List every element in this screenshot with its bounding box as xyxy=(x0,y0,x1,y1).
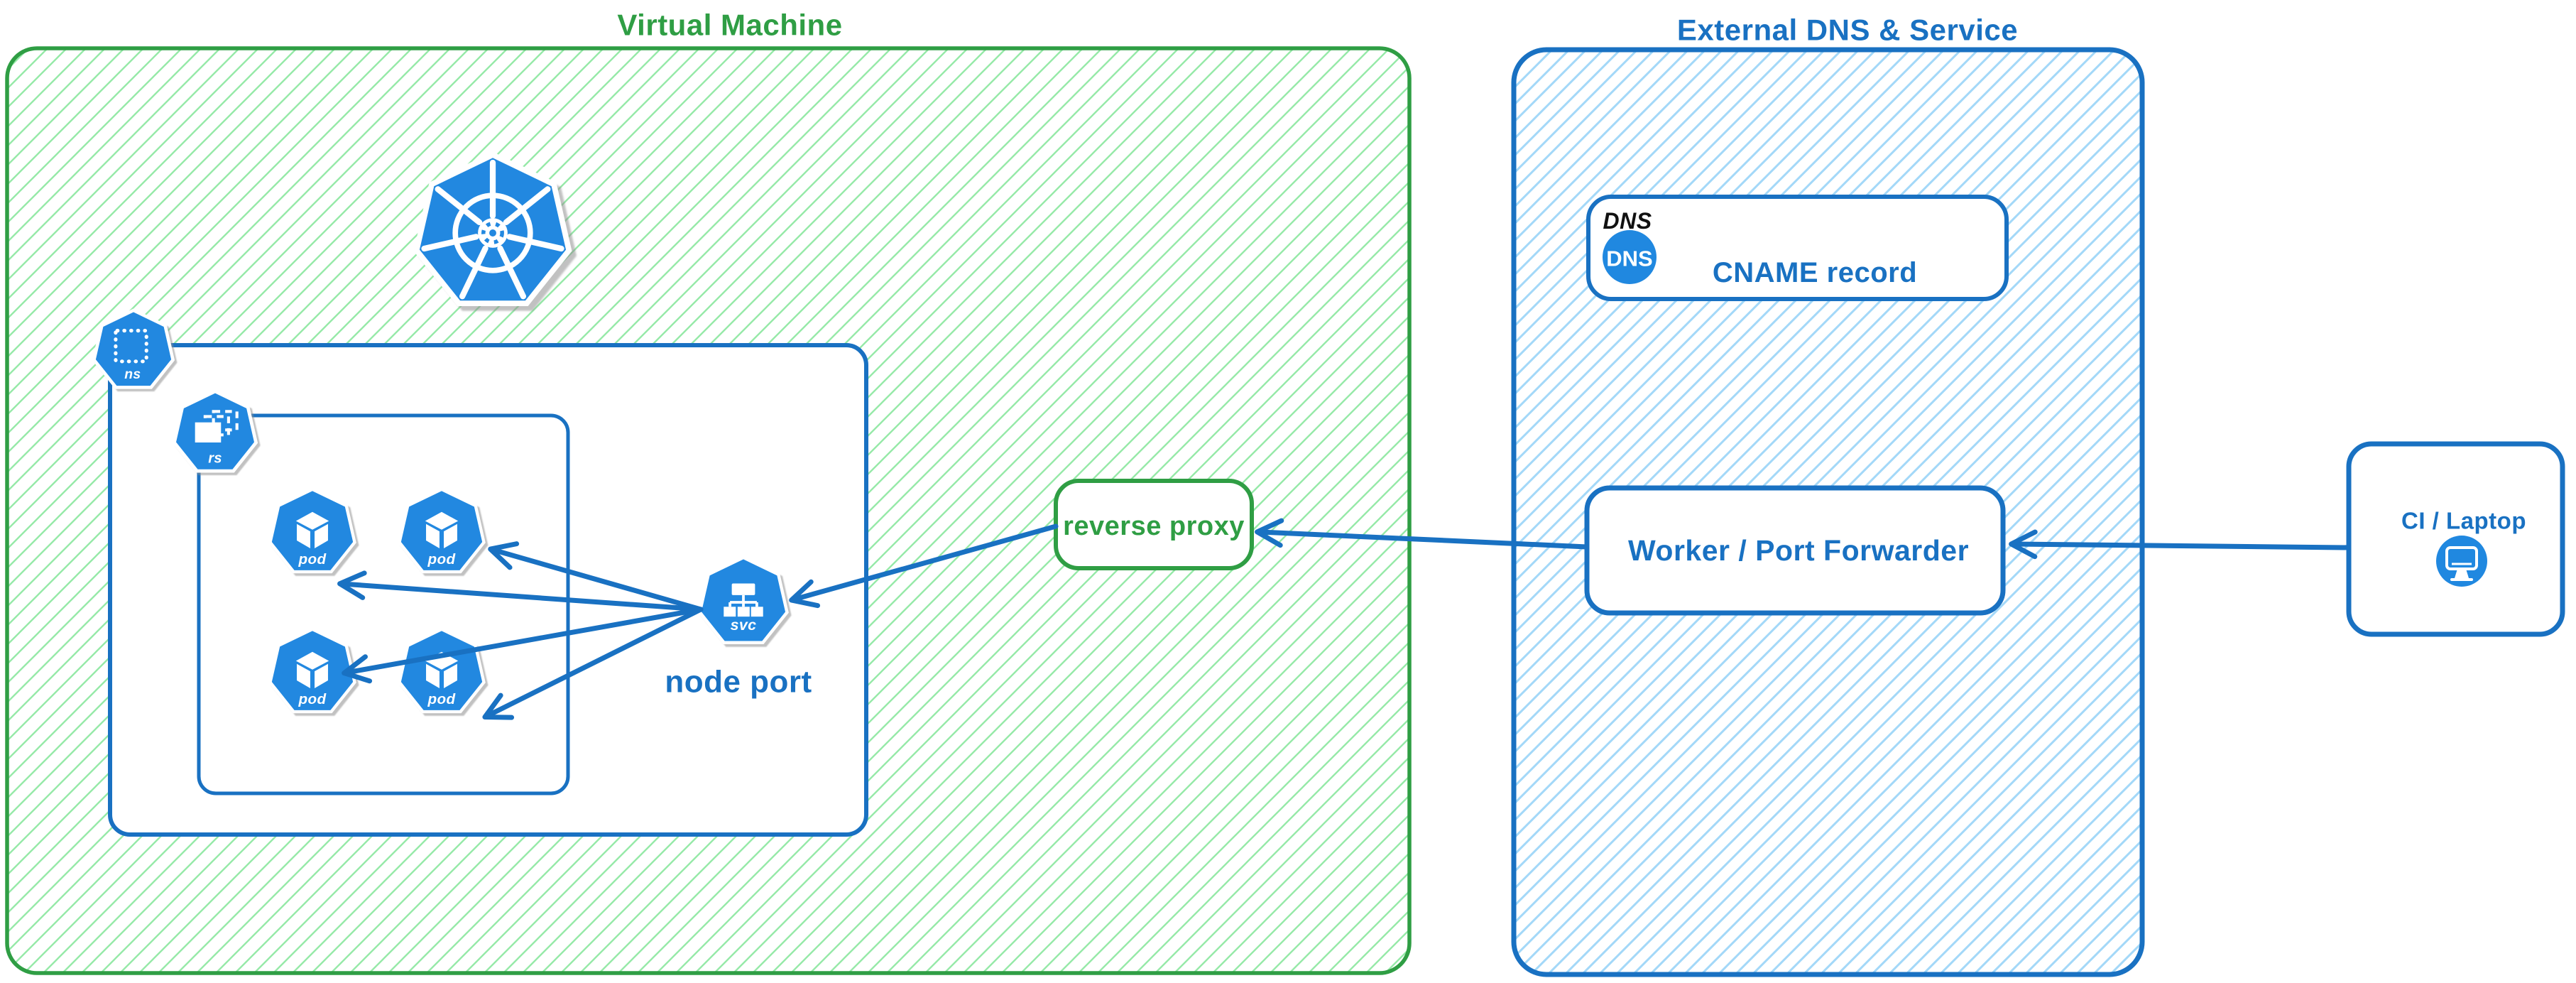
replicaset-box xyxy=(197,413,570,795)
kubernetes-logo-icon xyxy=(417,155,569,303)
laptop-icon xyxy=(2436,536,2487,587)
arrow-service-to-pod-4 xyxy=(482,607,704,720)
reverse-proxy-box: reverse proxy xyxy=(1054,479,1254,570)
service-icon: svc xyxy=(700,558,787,643)
reverse-proxy-label: reverse proxy xyxy=(1063,511,1245,541)
cname-label: CNAME record xyxy=(1713,257,1917,288)
node-port-label: node port xyxy=(665,665,812,700)
arrow-service-to-pod-3 xyxy=(342,607,704,684)
worker-box: Worker / Port Forwarder xyxy=(1584,485,2006,616)
svc-icon-label: svc xyxy=(731,617,757,634)
ns-icon-label: ns xyxy=(124,366,141,382)
namespace-icon: ns xyxy=(94,310,173,387)
dns-badge-label: DNS xyxy=(1606,246,1652,271)
replicaset-icon: rs xyxy=(174,391,256,471)
dns-heading: DNS xyxy=(1603,208,1652,234)
rs-icon-label: rs xyxy=(208,450,222,466)
dns-record-card: DNS DNS CNAME record xyxy=(1586,195,2009,301)
arrow-service-to-pod-1 xyxy=(337,570,704,612)
dns-badge-icon: DNS xyxy=(1603,230,1657,284)
external-title: External DNS & Service xyxy=(1677,13,2018,47)
vm-title: Virtual Machine xyxy=(617,9,842,42)
arrow-ci-to-worker xyxy=(2009,529,2352,560)
ci-laptop-label: CI / Laptop xyxy=(2401,508,2526,534)
worker-label: Worker / Port Forwarder xyxy=(1628,534,1969,567)
arrow-service-to-pod-2 xyxy=(488,541,704,612)
arrow-worker-to-reverse-proxy xyxy=(1255,518,1590,550)
ci-laptop-box: CI / Laptop xyxy=(2346,441,2565,637)
arrow-reverse-proxy-to-service xyxy=(789,523,1059,609)
